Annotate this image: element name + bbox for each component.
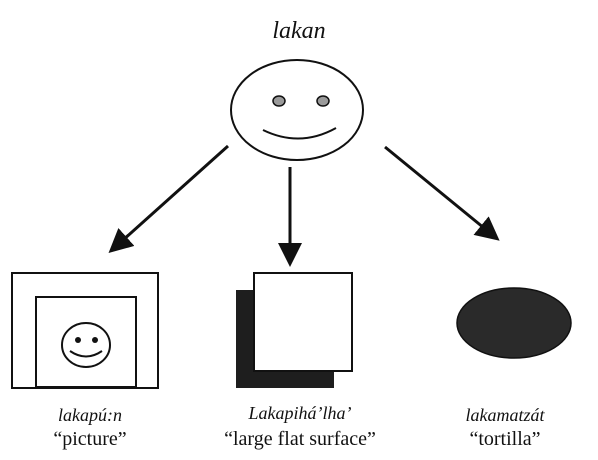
root-face-right-eye [316, 95, 330, 107]
root-word-label: lakan [272, 18, 326, 44]
flat-surface-square [253, 272, 353, 372]
tortilla-gloss-label: “tortilla” [469, 428, 541, 450]
root-face-outline [230, 59, 364, 161]
picture-gloss-label: “picture” [53, 428, 127, 450]
root-face-left-eye [272, 95, 286, 107]
flat-surface-gloss-label: “large flat surface” [224, 428, 376, 450]
framed-face-picture-icon [11, 272, 159, 389]
picture-face-smile [69, 350, 103, 358]
root-face-smile [262, 127, 337, 140]
picture-term-label: lakapú:n [58, 405, 122, 425]
picture-face-left-eye [75, 337, 81, 343]
arrow-to-tortilla [384, 145, 500, 241]
flat-surface-term-label: Lakapihá’lha’ [248, 403, 352, 423]
arrow-to-picture [108, 144, 230, 254]
picture-face-right-eye [92, 337, 98, 343]
picture-face-outline [61, 322, 111, 368]
tortilla-term-label: lakamatzát [465, 405, 545, 425]
tortilla-ellipse-icon [456, 287, 572, 359]
root-face-icon [230, 59, 364, 161]
flat-surface-square-icon [236, 272, 353, 388]
